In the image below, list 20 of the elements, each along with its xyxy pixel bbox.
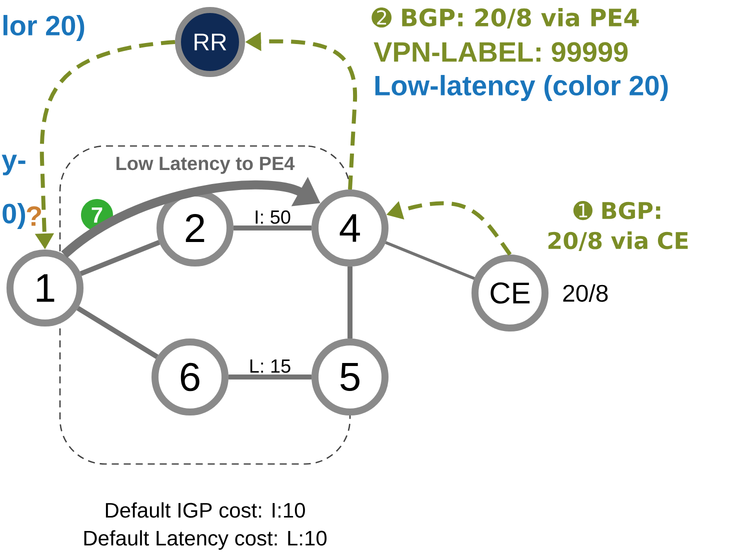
- link-line: [348, 266, 352, 338]
- annotation-text: ➊ BGP: 20/8 via CE: [548, 200, 688, 252]
- note-text: Default Latency cost: L:10: [84, 530, 327, 550]
- edge-label: I: 50: [253, 209, 292, 225]
- question-mark: ?: [26, 206, 42, 226]
- annotation-text: y-: [2, 154, 26, 176]
- annotation-text: VPN-LABEL: 99999: [374, 42, 628, 62]
- annotation-text: Low-latency (color 20): [375, 74, 668, 102]
- annotation-text: ➋ BGP: 20/8 via PE4: [372, 8, 639, 28]
- annotation-text: lor 20): [4, 14, 84, 42]
- link-line: [228, 374, 312, 380]
- note-text: Default IGP cost: I:10: [106, 502, 305, 518]
- link-line: [385, 241, 475, 280]
- prefix-label: 20/8: [563, 284, 608, 302]
- edge-label: L: 15: [248, 358, 292, 374]
- link-line: [76, 306, 158, 359]
- link-line: [80, 240, 160, 276]
- link-line: [234, 226, 312, 230]
- annotation-text: 0): [2, 202, 26, 230]
- step-badge: 7: [81, 199, 113, 231]
